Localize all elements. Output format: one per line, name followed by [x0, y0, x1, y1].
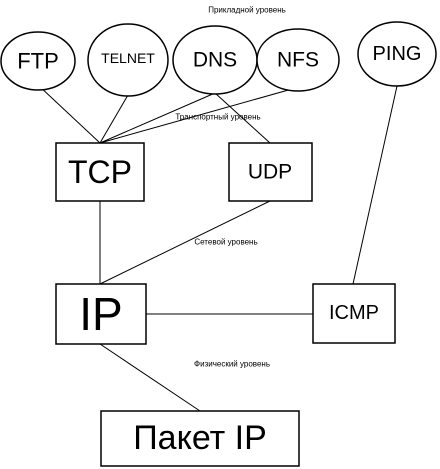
layer-label-network: Сетевой уровень — [194, 238, 257, 247]
layer-label-application: Прикладной уровень — [208, 6, 286, 15]
node-ping-label: PING — [373, 43, 422, 65]
edge-nfs-tcp — [99, 88, 293, 144]
edge-dns-tcp — [99, 92, 216, 144]
node-nfs-label: NFS — [277, 49, 319, 72]
node-packet-box — [100, 410, 300, 467]
node-tcp-box — [55, 142, 145, 202]
node-icmp-box — [312, 283, 396, 344]
node-telnet-ellipse — [87, 23, 169, 97]
edge-ip-packet — [99, 343, 201, 412]
node-udp-box — [228, 142, 313, 202]
node-udp-label: UDP — [248, 161, 292, 184]
layer-label-physical: Физический уровень — [194, 360, 270, 369]
edge-ftp-tcp — [37, 84, 101, 144]
node-ip-box — [55, 283, 147, 345]
node-packet-label: Пакет IP — [133, 419, 267, 457]
node-tcp-label: TCP — [68, 154, 132, 190]
node-icmp-label: ICMP — [329, 302, 379, 324]
edge-dns-udp — [214, 92, 271, 144]
layer-label-transport: Транспортный уровень — [175, 113, 260, 122]
node-ftp-ellipse — [0, 31, 76, 91]
node-nfs-ellipse — [256, 28, 340, 92]
node-dns-label: DNS — [193, 49, 237, 72]
edge-ping-icmp — [352, 85, 398, 285]
node-ip-label: IP — [79, 288, 122, 340]
node-ping-ellipse — [357, 21, 437, 87]
node-telnet-label: TELNET — [101, 50, 155, 66]
edge-udp-ip — [99, 200, 271, 285]
node-ftp-label: FTP — [17, 49, 59, 74]
edge-telnet-tcp — [99, 94, 129, 144]
